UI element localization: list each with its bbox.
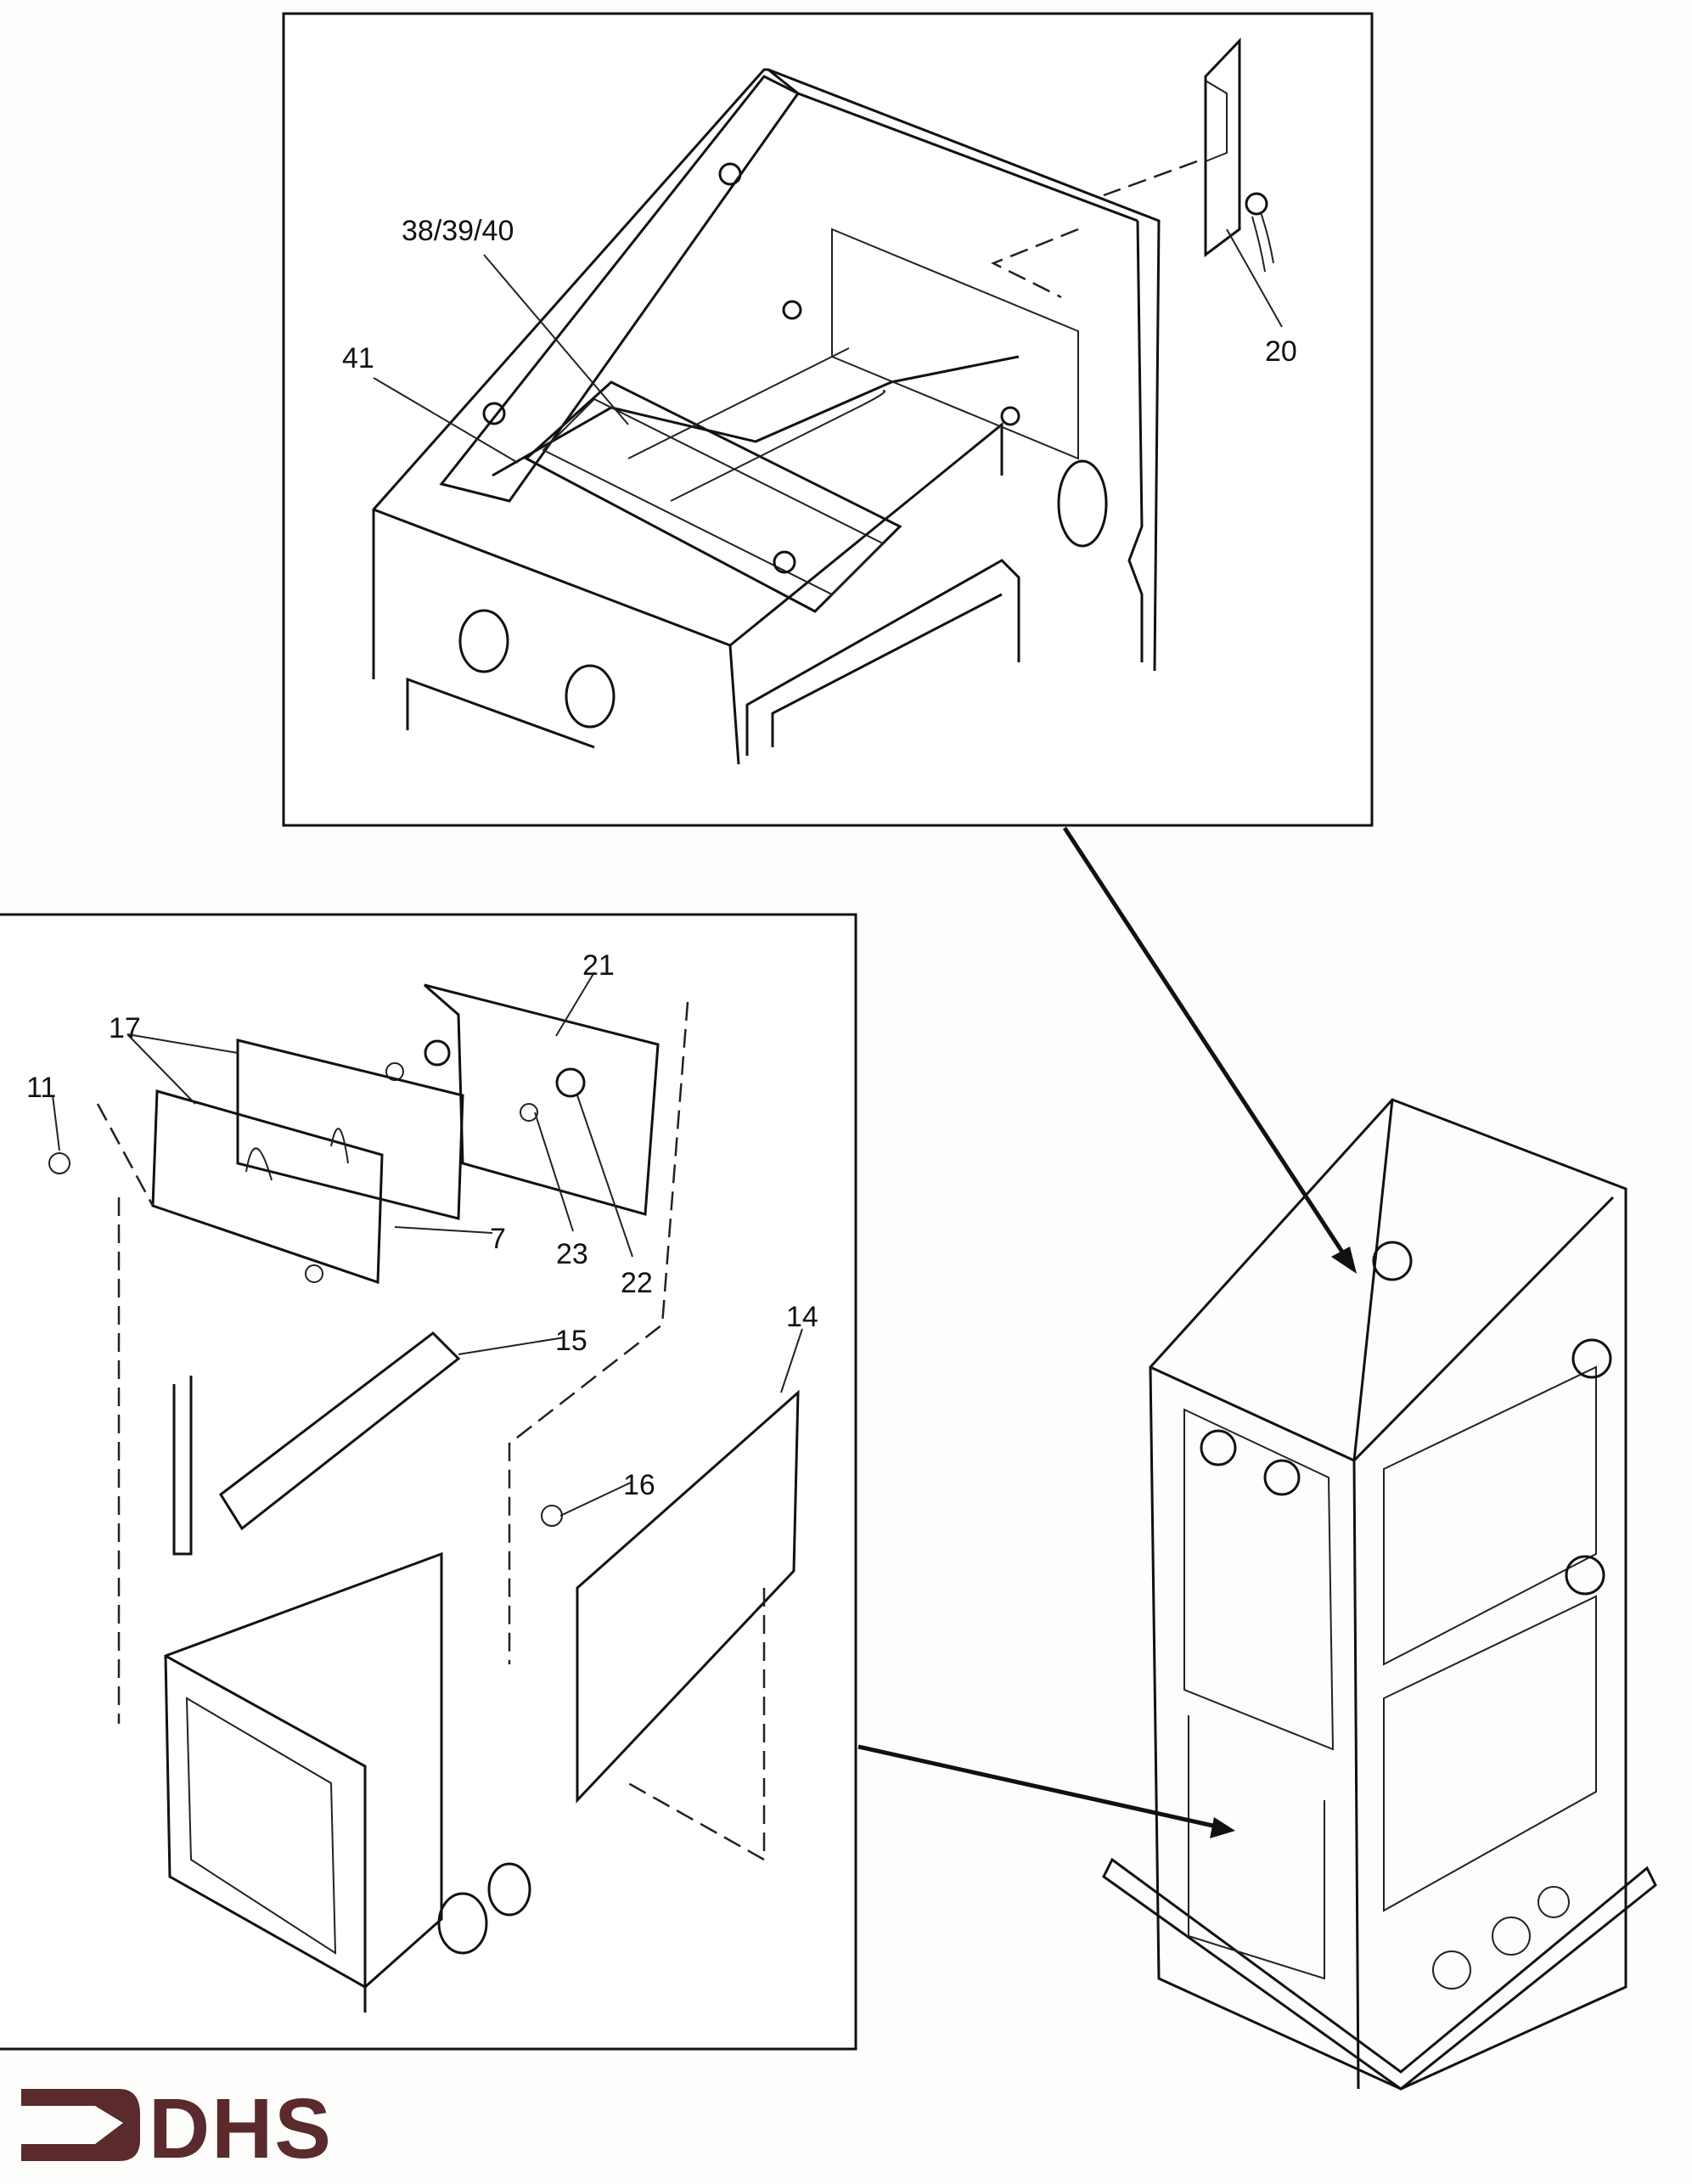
top-detail-view: 38/39/40 41 20 xyxy=(282,12,1374,827)
callout-17: 17 xyxy=(109,1012,141,1044)
exploded-detail-frame xyxy=(0,913,857,2051)
callout-23: 23 xyxy=(556,1238,588,1270)
callout-14: 14 xyxy=(786,1301,818,1333)
callout-11: 11 xyxy=(26,1072,56,1104)
full-cabinet-view xyxy=(1102,1098,1657,2091)
callout-16: 16 xyxy=(623,1469,655,1501)
callout-7: 7 xyxy=(490,1223,506,1255)
part-21 xyxy=(424,983,660,1216)
callout-20: 20 xyxy=(1265,335,1297,368)
dhs-logo-text: DHS xyxy=(149,2081,331,2176)
connector-arrows xyxy=(857,826,1357,1838)
top-detail-frame xyxy=(282,12,1374,827)
callout-21: 21 xyxy=(582,949,615,982)
callout-22: 22 xyxy=(621,1267,653,1299)
exploded-detail-view: 21 17 11 7 23 22 15 14 16 xyxy=(0,913,857,2051)
callout-41: 41 xyxy=(342,342,374,374)
callout-38-39-40: 38/39/40 xyxy=(402,215,514,247)
dhs-logo: DHS xyxy=(21,2081,331,2176)
callout-15: 15 xyxy=(555,1325,587,1357)
